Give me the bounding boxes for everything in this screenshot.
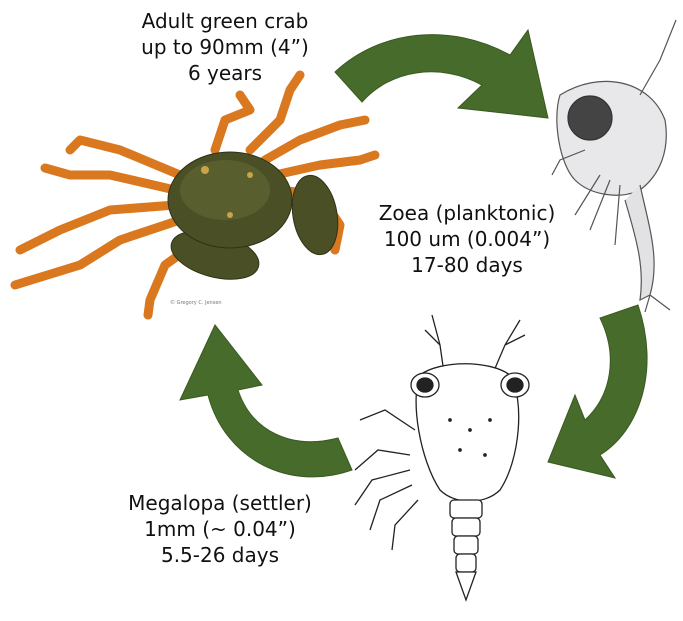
zoea-stage-name: Zoea (planktonic) <box>362 200 572 226</box>
adult-stage-duration: 6 years <box>110 60 340 86</box>
megalopa-stage-name: Megalopa (settler) <box>120 490 320 516</box>
arrow-zoea-to-megalopa <box>548 305 647 478</box>
adult-crab-illustration <box>15 75 375 315</box>
megalopa-stage-label: Megalopa (settler) 1mm (~ 0.04”) 5.5-26 … <box>120 490 320 568</box>
megalopa-stage-duration: 5.5-26 days <box>120 542 320 568</box>
zoea-stage-label: Zoea (planktonic) 100 um (0.004”) 17-80 … <box>362 200 572 278</box>
megalopa-stage-size: 1mm (~ 0.04”) <box>120 516 320 542</box>
adult-stage-label: Adult green crab up to 90mm (4”) 6 years <box>110 8 340 86</box>
megalopa-illustration <box>355 315 529 600</box>
zoea-stage-duration: 17-80 days <box>362 252 572 278</box>
photo-credit: © Gregory C. Jensen <box>170 300 222 306</box>
arrow-adult-to-zoea <box>335 30 548 118</box>
arrow-megalopa-to-adult <box>180 325 352 477</box>
adult-stage-size: up to 90mm (4”) <box>110 34 340 60</box>
zoea-stage-size: 100 um (0.004”) <box>362 226 572 252</box>
adult-stage-name: Adult green crab <box>110 8 340 34</box>
